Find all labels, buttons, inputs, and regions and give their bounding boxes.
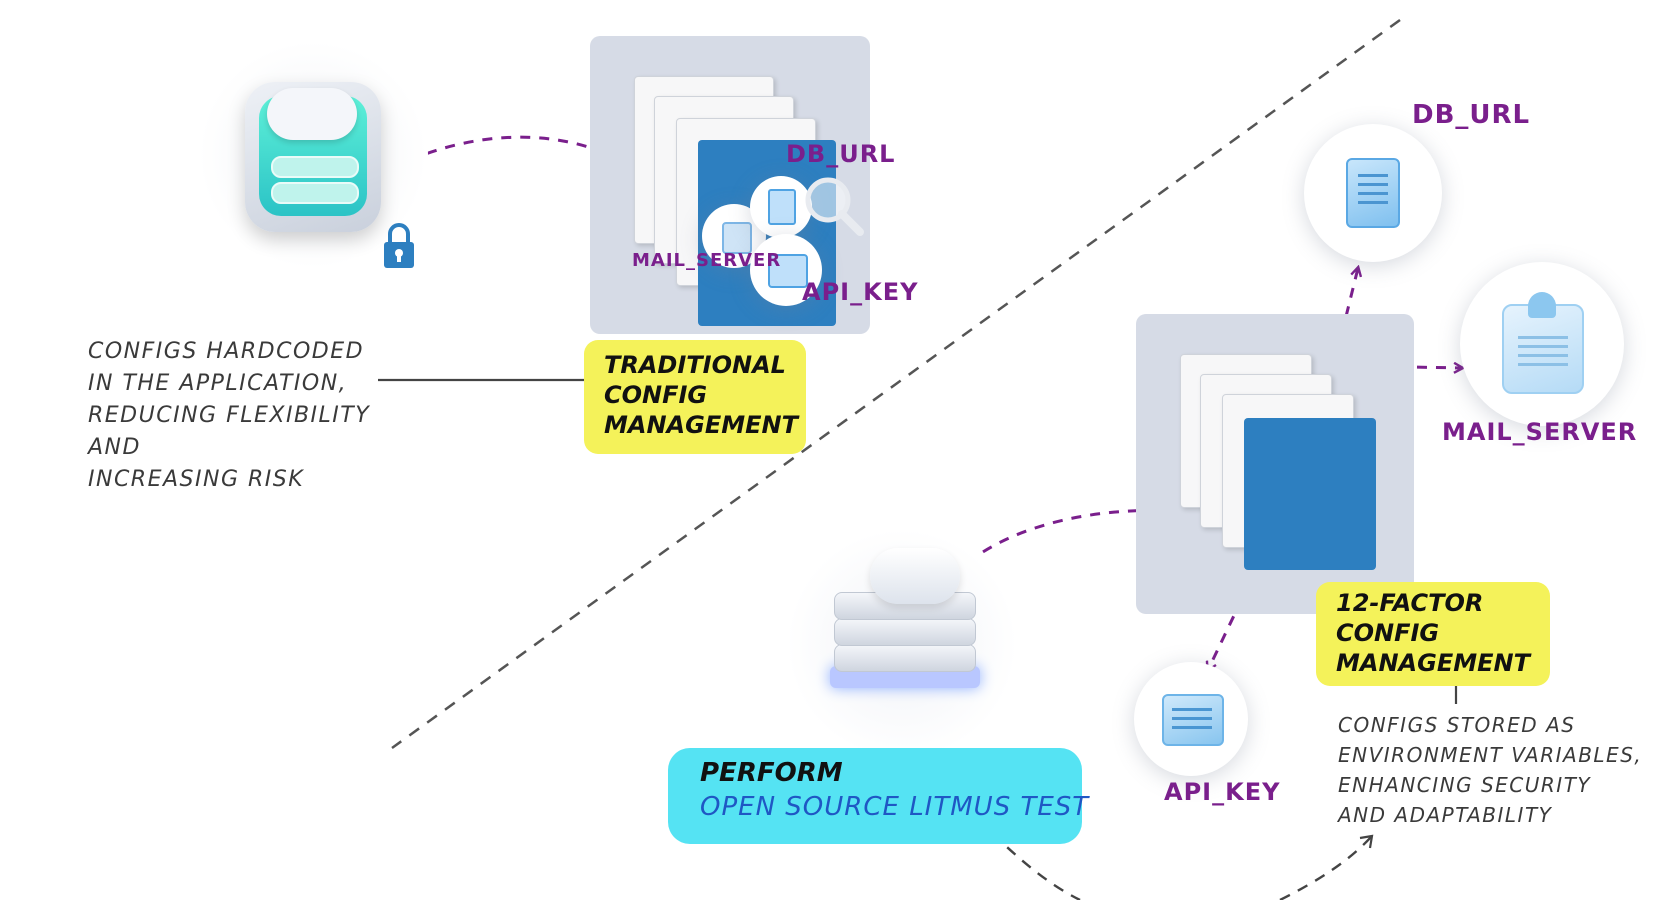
arrow-brand-curve: [977, 819, 1373, 900]
label-db-url: DB_URL: [1412, 100, 1531, 130]
mail-server-node: [1460, 262, 1624, 426]
divider-line: [391, 18, 1401, 750]
card-icon: [750, 234, 822, 306]
server-stack-icon: [822, 548, 982, 698]
brand-line1: PERFORM: [700, 758, 843, 788]
card-icon: [1162, 694, 1224, 746]
env-vars-note: CONFIGS STORED AS ENVIRONMENT VARIABLES,…: [1338, 713, 1643, 827]
document-icon: [750, 176, 812, 238]
brand-logo: PERFORM OPEN SOURCE LITMUS TEST: [700, 756, 1089, 824]
cloud-server-icon: [245, 82, 381, 232]
brand-line2: OPEN SOURCE LITMUS TEST: [700, 792, 1090, 822]
label-api-key-top: API_KEY: [802, 278, 919, 306]
db-url-node: [1304, 124, 1442, 262]
hardcoded-note: CONFIGS HARDCODED IN THE APPLICATION, RE…: [88, 339, 371, 492]
arrow-to-mail-server: [1359, 366, 1462, 368]
env-config-blue: [1244, 418, 1376, 570]
label-api-key: API_KEY: [1164, 778, 1281, 806]
brand-highlight: [668, 748, 1082, 844]
arrow-to-api-key: [1208, 581, 1252, 670]
api-key-node: [1134, 662, 1248, 776]
label-mail-server: MAIL_SERVER: [1442, 418, 1638, 446]
twelve-factor-title: 12-FACTOR CONFIG MANAGEMENT: [1336, 589, 1530, 677]
label-mail-server-top: MAIL_SERVER: [632, 250, 782, 271]
magnifier-icon: [802, 174, 868, 240]
label-db-url-top: DB_URL: [786, 140, 896, 168]
twelve-factor-highlight: [1316, 582, 1550, 686]
traditional-config-panel: [590, 36, 870, 334]
badge-icon: [1502, 292, 1584, 394]
traditional-title: TRADITIONAL CONFIG MANAGEMENT: [604, 351, 798, 439]
twelve-factor-panel: [1136, 314, 1414, 614]
lock-icon: [380, 222, 418, 270]
document-icon: [1346, 158, 1400, 228]
traditional-highlight: [584, 340, 806, 454]
arrow-to-db-url: [1335, 268, 1358, 354]
